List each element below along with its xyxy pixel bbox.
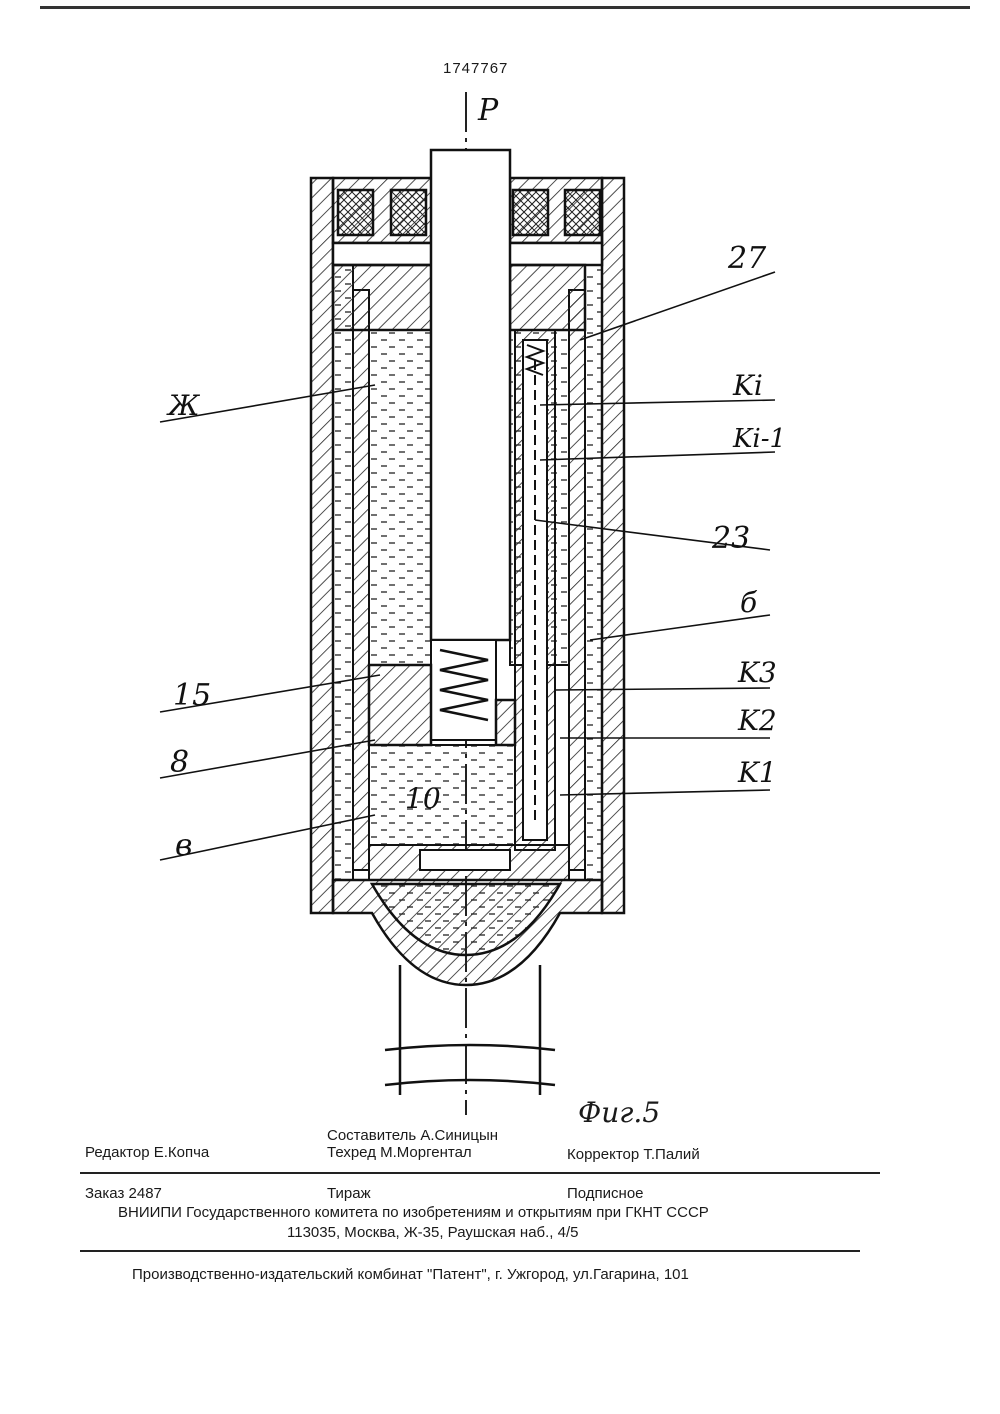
label-chamber-zh: Ж: [166, 389, 201, 422]
inner-tube: [514, 329, 556, 851]
label-v: в: [175, 828, 192, 863]
label-27: 27: [727, 241, 767, 276]
colophon-printer: Производственно-издательский комбинат "П…: [132, 1266, 689, 1283]
technical-drawing: P Ж 27 Ki Ki-1 23 б K3 K2 K1 15 8 в 10: [159, 92, 786, 1115]
label-force-p: P: [477, 93, 499, 128]
label-k1: K1: [737, 756, 777, 789]
patent-number: 1747767: [443, 60, 509, 77]
figure-caption: Фиг.5: [578, 1096, 661, 1129]
label-k2: K2: [737, 704, 777, 737]
upper-block: [331, 263, 587, 332]
top-border-line: [40, 6, 970, 9]
colophon-techred: Техред М.Моргентал: [327, 1144, 472, 1161]
colophon-rule-top: [80, 1172, 880, 1174]
chamber-v: [368, 744, 570, 881]
label-k3: K3: [737, 656, 777, 689]
colophon-order: Заказ 2487: [85, 1185, 162, 1202]
colophon-rule-bottom: [80, 1250, 860, 1252]
colophon-institute: ВНИИПИ Государственного комитета по изоб…: [118, 1204, 709, 1221]
piston-rod: [429, 148, 512, 642]
bottom-dome: [331, 878, 604, 987]
leader-lines: [159, 271, 776, 861]
label-b: б: [740, 586, 758, 619]
label-8: 8: [170, 745, 189, 780]
label-ki-1: Ki-1: [732, 424, 786, 454]
label-ki: Ki: [732, 369, 763, 402]
colophon-address: 113035, Москва, Ж-35, Раушская наб., 4/5: [287, 1224, 579, 1241]
lower-pipe: [384, 965, 556, 1095]
colophon-circulation: Тираж: [327, 1185, 371, 1202]
label-10: 10: [405, 782, 441, 815]
label-15: 15: [173, 678, 211, 713]
colophon-subscription: Подписное: [567, 1185, 644, 1202]
colophon-editor: Редактор Е.Копча: [85, 1144, 210, 1161]
colophon-compiler: Составитель А.Синицын: [327, 1127, 499, 1144]
spring: [430, 639, 497, 741]
label-23: 23: [711, 521, 750, 556]
colophon-corrector: Корректор Т.Палий: [567, 1146, 700, 1163]
